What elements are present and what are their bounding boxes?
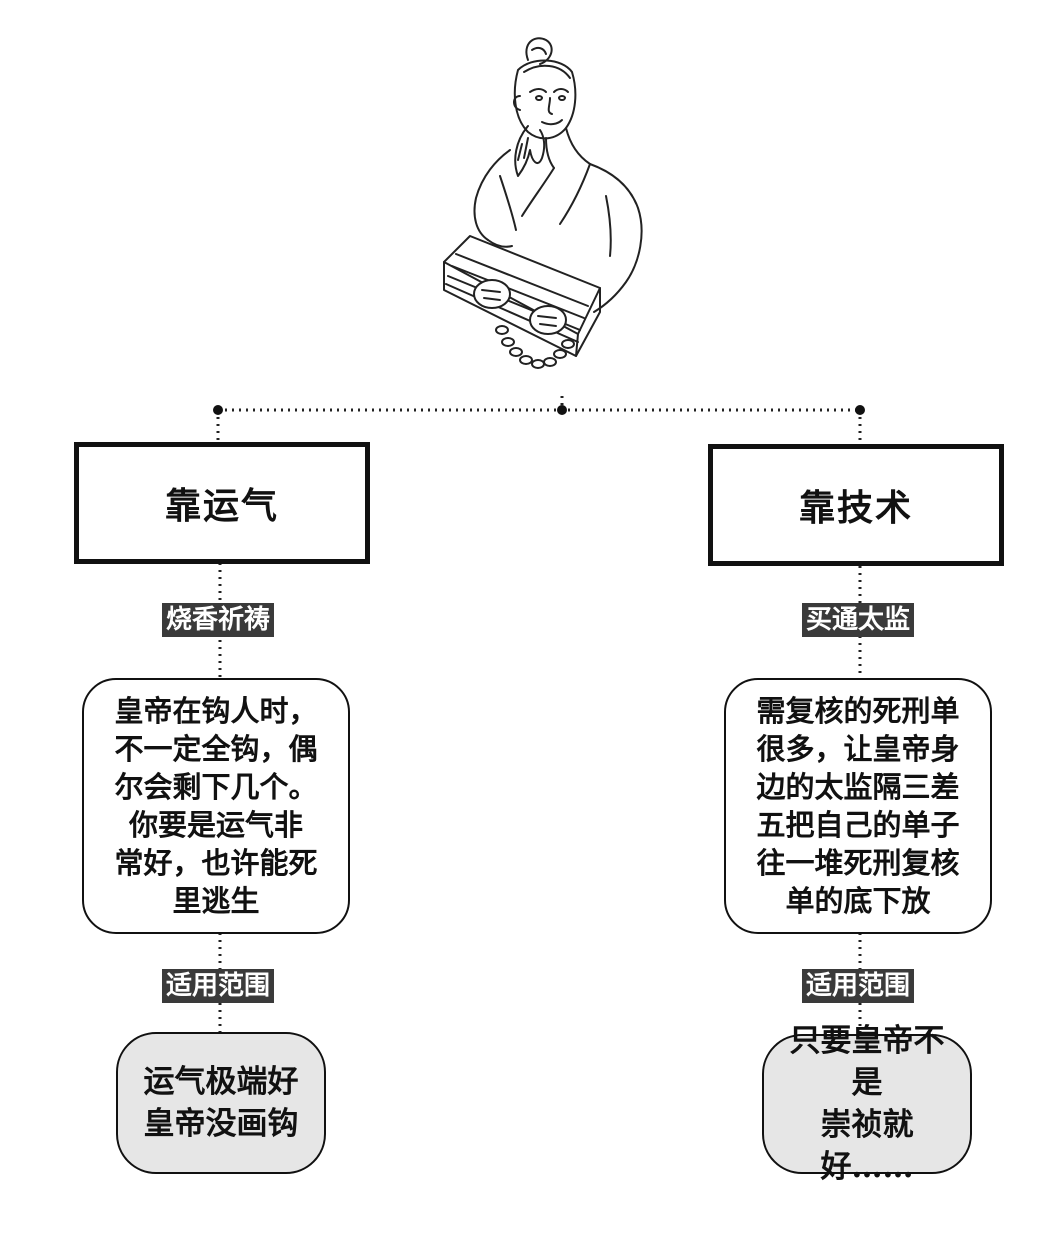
branch-title-text: 靠技术 — [798, 487, 913, 529]
shackled-prisoner-illustration — [443, 37, 643, 369]
method-tag-skill: 买通太监 — [801, 603, 915, 637]
branch-title-luck: 靠运气 — [74, 442, 370, 564]
scope-text: 只要皇帝不是 崇祯就好…… — [789, 1023, 945, 1185]
scope-card-luck: 运气极端好 皇帝没画钩 — [116, 1032, 326, 1174]
branch-title-skill: 靠技术 — [708, 444, 1004, 566]
description-card-skill: 需复核的死刑单 很多，让皇帝身 边的太监隔三差 五把自己的单子 往一堆死刑复核 … — [724, 678, 992, 934]
scope-tag-skill: 适用范围 — [801, 969, 915, 1003]
branch-title-text: 靠运气 — [164, 485, 279, 527]
method-tag-luck: 烧香祈祷 — [161, 603, 275, 637]
scope-text: 运气极端好 皇帝没画钩 — [143, 1064, 299, 1142]
description-text: 皇帝在钩人时， 不一定全钩，偶 尔会剩下几个。 你要是运气非 常好，也许能死 里… — [114, 694, 318, 918]
description-card-luck: 皇帝在钩人时， 不一定全钩，偶 尔会剩下几个。 你要是运气非 常好，也许能死 里… — [82, 678, 350, 934]
description-text: 需复核的死刑单 很多，让皇帝身 边的太监隔三差 五把自己的单子 往一堆死刑复核 … — [756, 694, 960, 918]
scope-card-skill: 只要皇帝不是 崇祯就好…… — [762, 1023, 972, 1185]
scope-tag-luck: 适用范围 — [161, 969, 275, 1003]
